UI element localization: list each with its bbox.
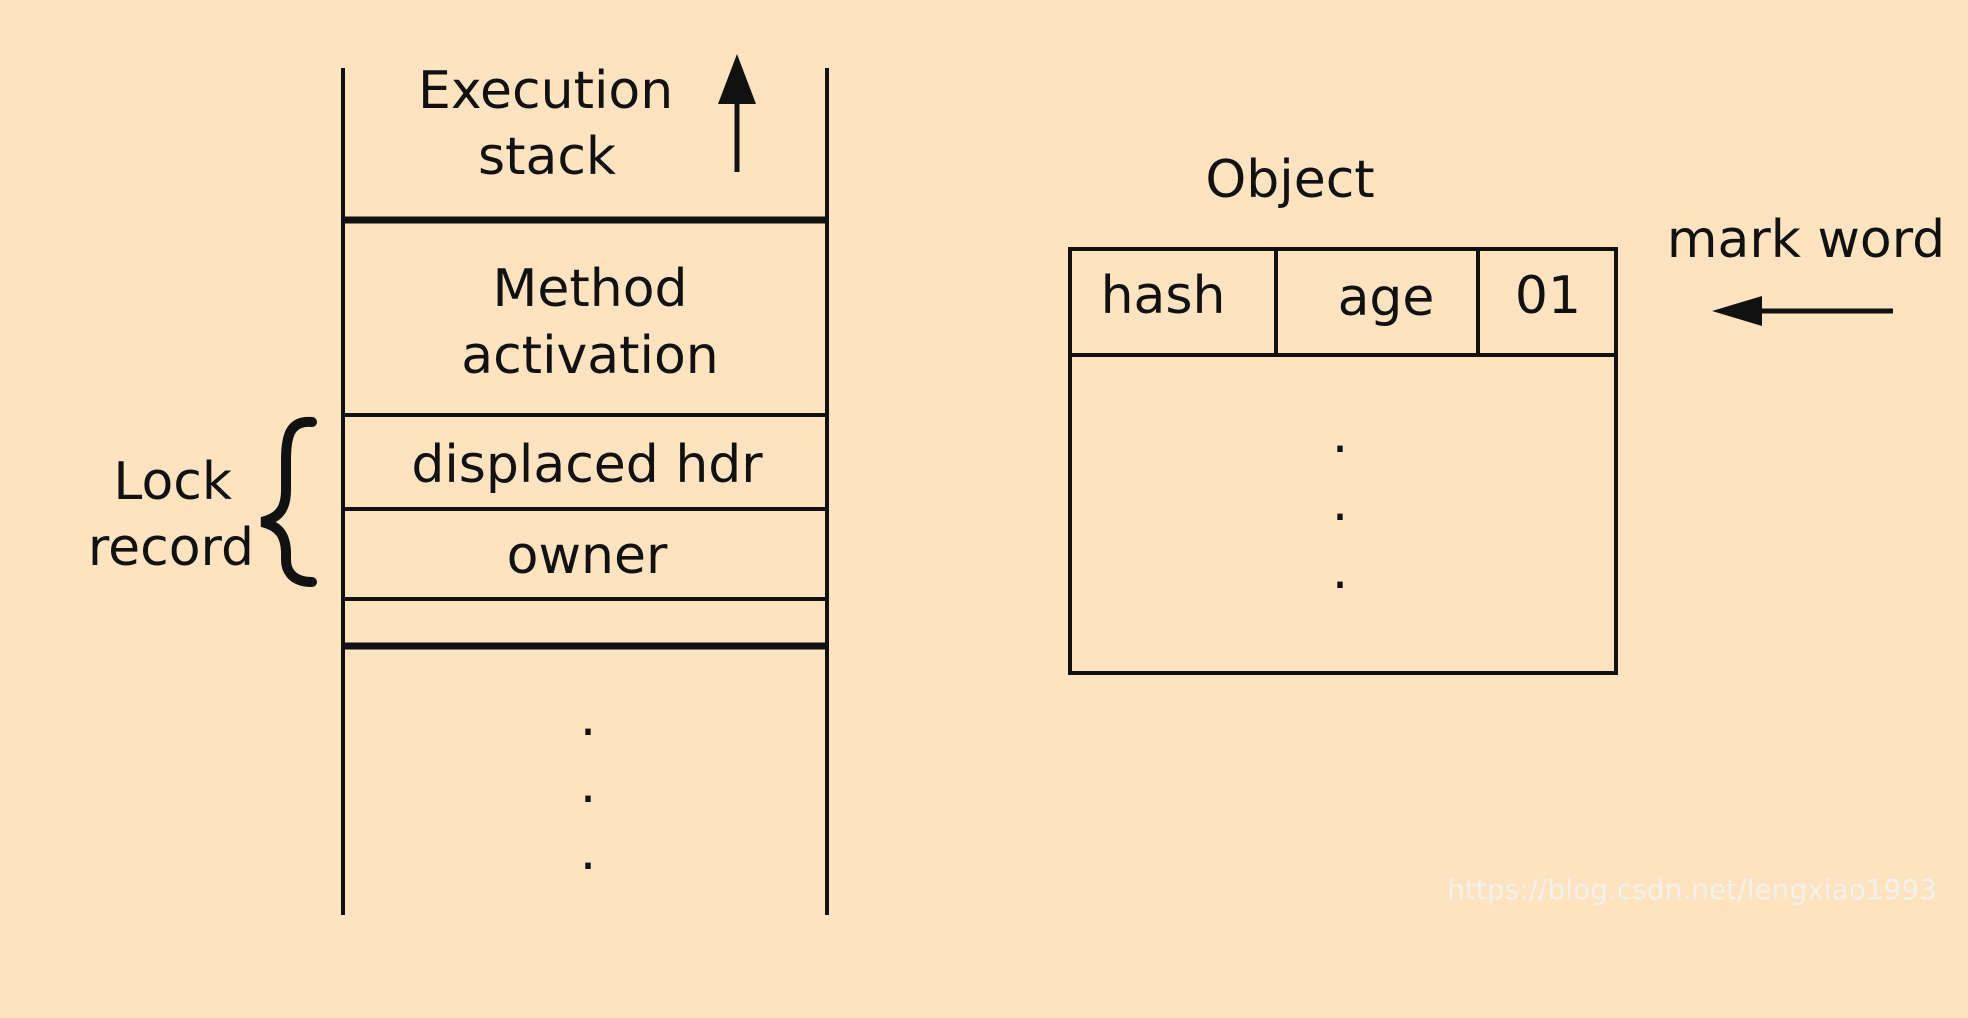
object-outline — [1068, 247, 1618, 675]
left-brace-icon — [260, 416, 317, 587]
mark-word-label: mark word — [1667, 210, 1945, 270]
method-label: Method — [492, 259, 687, 319]
ellipsis-dot: . — [580, 688, 597, 748]
execution-stack — [341, 68, 829, 915]
object-title: Object — [1205, 150, 1374, 210]
ellipsis-dot: . — [580, 822, 597, 882]
arrow-up-icon — [718, 54, 756, 172]
watermark: https://blog.csdn.net/lengxiao1993 — [1447, 873, 1937, 906]
owner-cell: owner — [507, 526, 668, 586]
age-cell: age — [1338, 268, 1435, 328]
stack-label: stack — [478, 127, 616, 187]
ellipsis-dot: . — [1332, 405, 1349, 465]
stack-ellipsis: . . . — [580, 688, 597, 882]
arrow-left-icon — [1712, 296, 1893, 326]
lock-label: Lock — [113, 452, 232, 512]
activation-label: activation — [461, 326, 719, 386]
execution-label: Execution — [418, 61, 673, 121]
record-label: record — [88, 518, 254, 578]
ellipsis-dot: . — [1332, 473, 1349, 533]
displaced-hdr-cell: displaced hdr — [411, 435, 763, 495]
ellipsis-dot: . — [1332, 541, 1349, 601]
lock-bits-cell: 01 — [1515, 266, 1581, 326]
hash-cell: hash — [1101, 266, 1226, 326]
ellipsis-dot: . — [580, 755, 597, 815]
object-box — [1068, 247, 1618, 675]
object-ellipsis: . . . — [1332, 405, 1349, 601]
